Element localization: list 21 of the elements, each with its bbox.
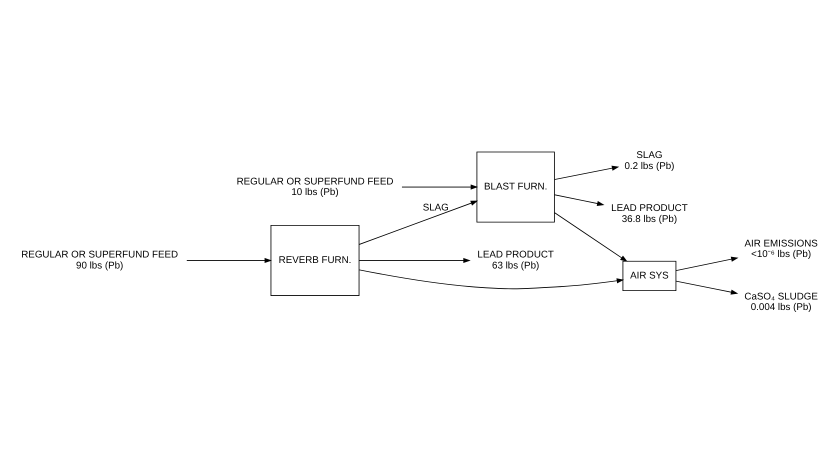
arrow [554, 212, 628, 262]
edge-label: SLAG [422, 202, 449, 214]
node-text: AIR EMISSIONS <10⁻⁶ lbs (Pb) [744, 238, 818, 260]
arrow [358, 269, 624, 290]
arrow [676, 280, 738, 295]
arrow [358, 258, 471, 264]
node-text: LEAD PRODUCT 36.8 lbs (Pb) [611, 203, 688, 225]
arrow [676, 256, 738, 272]
node-text: SLAG 0.2 lbs (Pb) [624, 150, 674, 172]
arrow [402, 184, 478, 190]
node-box: BLAST FURN. [476, 152, 555, 223]
arrow [554, 194, 604, 206]
node-text: REGULAR OR SUPERFUND FEED 10 lbs (Pb) [236, 176, 394, 198]
arrow [186, 258, 272, 264]
arrow [358, 200, 478, 245]
node-text: REGULAR OR SUPERFUND FEED 90 lbs (Pb) [21, 250, 178, 272]
node-box: REVERB FURN. [270, 224, 360, 296]
node-box: AIR SYS [622, 260, 676, 292]
node-text: LEAD PRODUCT 63 lbs (Pb) [477, 250, 554, 272]
node-text: CaSO₄ SLUDGE 0.004 lbs (Pb) [744, 291, 818, 313]
arrow [554, 166, 620, 180]
